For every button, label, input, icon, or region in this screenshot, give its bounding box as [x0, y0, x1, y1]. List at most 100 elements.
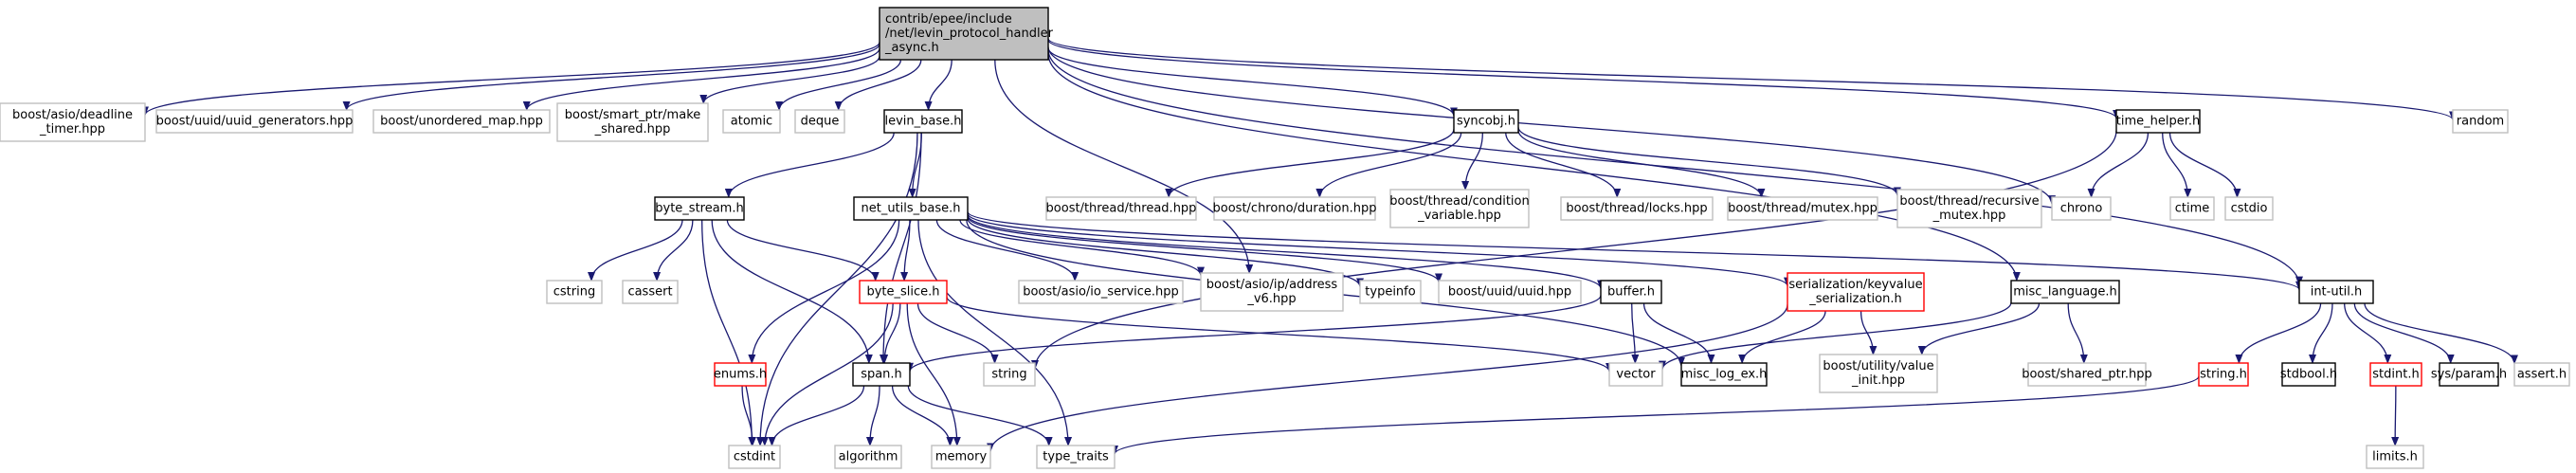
- edge-root-to-time_helper: [1047, 39, 2120, 119]
- edge-byte_slice-to-memory: [906, 302, 961, 446]
- node-typeinfo: typeinfo: [1359, 280, 1422, 304]
- node-label-syncobj-0: syncobj.h: [1457, 115, 1515, 129]
- edge-byte_slice-to-cstdint: [760, 302, 894, 446]
- node-box-uuid_hpp: [1438, 280, 1582, 304]
- node-string_h[interactable]: string.h: [2198, 362, 2249, 387]
- node-box-thread_hpp: [1045, 196, 1197, 221]
- node-box-levin_base: [883, 109, 963, 134]
- node-box-int_util: [2298, 280, 2374, 304]
- node-label-vector-0: vector: [1616, 368, 1656, 382]
- node-box-string_h: [2198, 362, 2249, 387]
- node-box-string: [983, 362, 1036, 387]
- edge-buffer-to-misc_log_ex: [1642, 302, 1715, 364]
- edge-buffer-to-span: [906, 295, 1602, 373]
- node-io_service: boost/asio/io_service.hpp: [1018, 280, 1184, 304]
- node-label-root-0: contrib/epee/include: [885, 12, 1012, 27]
- node-int_util[interactable]: int-util.h: [2298, 280, 2374, 304]
- node-box-cassert: [622, 280, 679, 304]
- node-stdint[interactable]: stdint.h: [2369, 362, 2422, 387]
- node-misc_language[interactable]: misc_language.h: [2010, 280, 2120, 304]
- node-enums[interactable]: enums.h: [714, 362, 767, 387]
- edge-root-to-deadline_timer: [141, 42, 880, 117]
- node-root[interactable]: contrib/epee/include/net/levin_protocol_…: [879, 7, 1054, 61]
- edge-root-to-misc_language: [1047, 53, 2021, 282]
- node-box-stdbool: [2281, 362, 2336, 387]
- edge-net_utils_base-to-enums: [748, 219, 900, 364]
- node-stdbool[interactable]: stdbool.h: [2280, 362, 2337, 387]
- node-ctime: ctime: [2169, 196, 2215, 221]
- edge-levin_base-to-byte_stream: [724, 132, 895, 198]
- node-label-int_util-0: int-util.h: [2311, 285, 2363, 300]
- node-byte_stream[interactable]: byte_stream.h: [654, 196, 745, 221]
- edge-byte_stream-to-byte_slice: [726, 219, 880, 282]
- edge-syncobj-to-recursive_mutex: [1517, 126, 1901, 197]
- node-label-chrono-0: chrono: [2060, 202, 2103, 216]
- edge-levin_base-to-cstdint: [756, 132, 918, 446]
- node-net_utils_base[interactable]: net_utils_base.h: [853, 196, 969, 221]
- node-label-duration-0: boost/chrono/duration.hpp: [1213, 202, 1377, 216]
- node-label-thread_hpp-0: boost/thread/thread.hpp: [1046, 202, 1197, 216]
- node-limits: limits.h: [2366, 445, 2424, 469]
- node-label-kv_serialization-1: _serialization.h: [1808, 292, 1901, 306]
- node-sys_param[interactable]: sys/param.h: [2431, 362, 2507, 387]
- node-kv_serialization[interactable]: serialization/keyvalue_serialization.h: [1787, 272, 1925, 312]
- node-label-typeinfo-0: typeinfo: [1365, 285, 1415, 300]
- edge-misc_language-to-value_init: [1917, 302, 2041, 355]
- edge-root-to-uuid_generators: [342, 44, 880, 111]
- node-box-syncobj: [1453, 109, 1519, 134]
- node-label-random-0: random: [2457, 115, 2504, 129]
- node-time_helper[interactable]: time_helper.h: [2115, 109, 2201, 134]
- edge-byte_stream-to-span: [711, 219, 873, 364]
- edge-root-to-address_v6: [994, 59, 1254, 274]
- node-unordered_map: boost/unordered_map.hpp: [372, 109, 551, 134]
- edge-root-to-chrono: [1047, 46, 2056, 206]
- node-label-byte_stream-0: byte_stream.h: [655, 202, 743, 216]
- node-box-cstdio: [2224, 196, 2274, 221]
- node-misc_log_ex[interactable]: misc_log_ex.h: [1680, 362, 1768, 387]
- node-string: string: [983, 362, 1036, 387]
- node-byte_slice[interactable]: byte_slice.h: [859, 280, 948, 304]
- node-label-cassert-0: cassert: [627, 285, 672, 300]
- node-box-span: [852, 362, 911, 387]
- node-label-string-0: string: [991, 368, 1026, 382]
- node-box-byte_slice: [859, 280, 948, 304]
- node-label-root-2: _async.h: [884, 41, 939, 55]
- node-deque: deque: [794, 109, 845, 134]
- edge-net_utils_base-to-uuid_hpp: [967, 216, 1442, 283]
- edge-syncobj-to-mutex: [1517, 130, 1766, 198]
- edge-root-to-syncobj: [1047, 47, 1458, 118]
- node-duration: boost/chrono/duration.hpp: [1213, 196, 1377, 221]
- node-levin_base[interactable]: levin_base.h: [883, 109, 963, 134]
- node-box-deque: [794, 109, 845, 134]
- node-label-cstdint-0: cstdint: [734, 450, 775, 464]
- edge-root-to-deque: [834, 59, 922, 111]
- node-buffer[interactable]: buffer.h: [1600, 280, 1662, 304]
- node-label-uuid_hpp-0: boost/uuid/uuid.hpp: [1448, 285, 1571, 300]
- node-label-buffer-0: buffer.h: [1607, 285, 1655, 300]
- node-label-value_init-0: boost/utility/value: [1823, 359, 1933, 373]
- edge-syncobj-to-condition_variable: [1461, 132, 1483, 191]
- node-box-chrono: [2051, 196, 2112, 221]
- node-label-deque-0: deque: [801, 115, 840, 129]
- node-span[interactable]: span.h: [852, 362, 911, 387]
- node-make_shared: boost/smart_ptr/make_shared.hpp: [556, 102, 709, 142]
- edge-buffer-to-vector: [1631, 302, 1640, 364]
- node-locks: boost/thread/locks.hpp: [1560, 196, 1714, 221]
- node-box-misc_log_ex: [1680, 362, 1768, 387]
- node-type_traits: type_traits: [1036, 445, 1116, 469]
- node-label-net_utils_base-0: net_utils_base.h: [861, 202, 960, 216]
- node-syncobj[interactable]: syncobj.h: [1453, 109, 1519, 134]
- node-label-make_shared-0: boost/smart_ptr/make: [565, 108, 701, 122]
- edge-syncobj-to-thread_hpp: [1165, 128, 1455, 198]
- node-recursive_mutex: boost/thread/recursive_mutex.hpp: [1896, 189, 2042, 228]
- node-box-locks: [1560, 196, 1714, 221]
- node-label-value_init-1: _init.hpp: [1851, 373, 1905, 388]
- node-assert_h: assert.h: [2513, 362, 2570, 387]
- node-thread_hpp: boost/thread/thread.hpp: [1045, 196, 1197, 221]
- node-cstring: cstring: [546, 280, 603, 304]
- edge-net_utils_base-to-type_traits: [917, 219, 1073, 446]
- edge-root-to-levin_base: [924, 59, 952, 111]
- node-label-levin_base-0: levin_base.h: [884, 115, 961, 129]
- node-label-limits-0: limits.h: [2372, 450, 2418, 464]
